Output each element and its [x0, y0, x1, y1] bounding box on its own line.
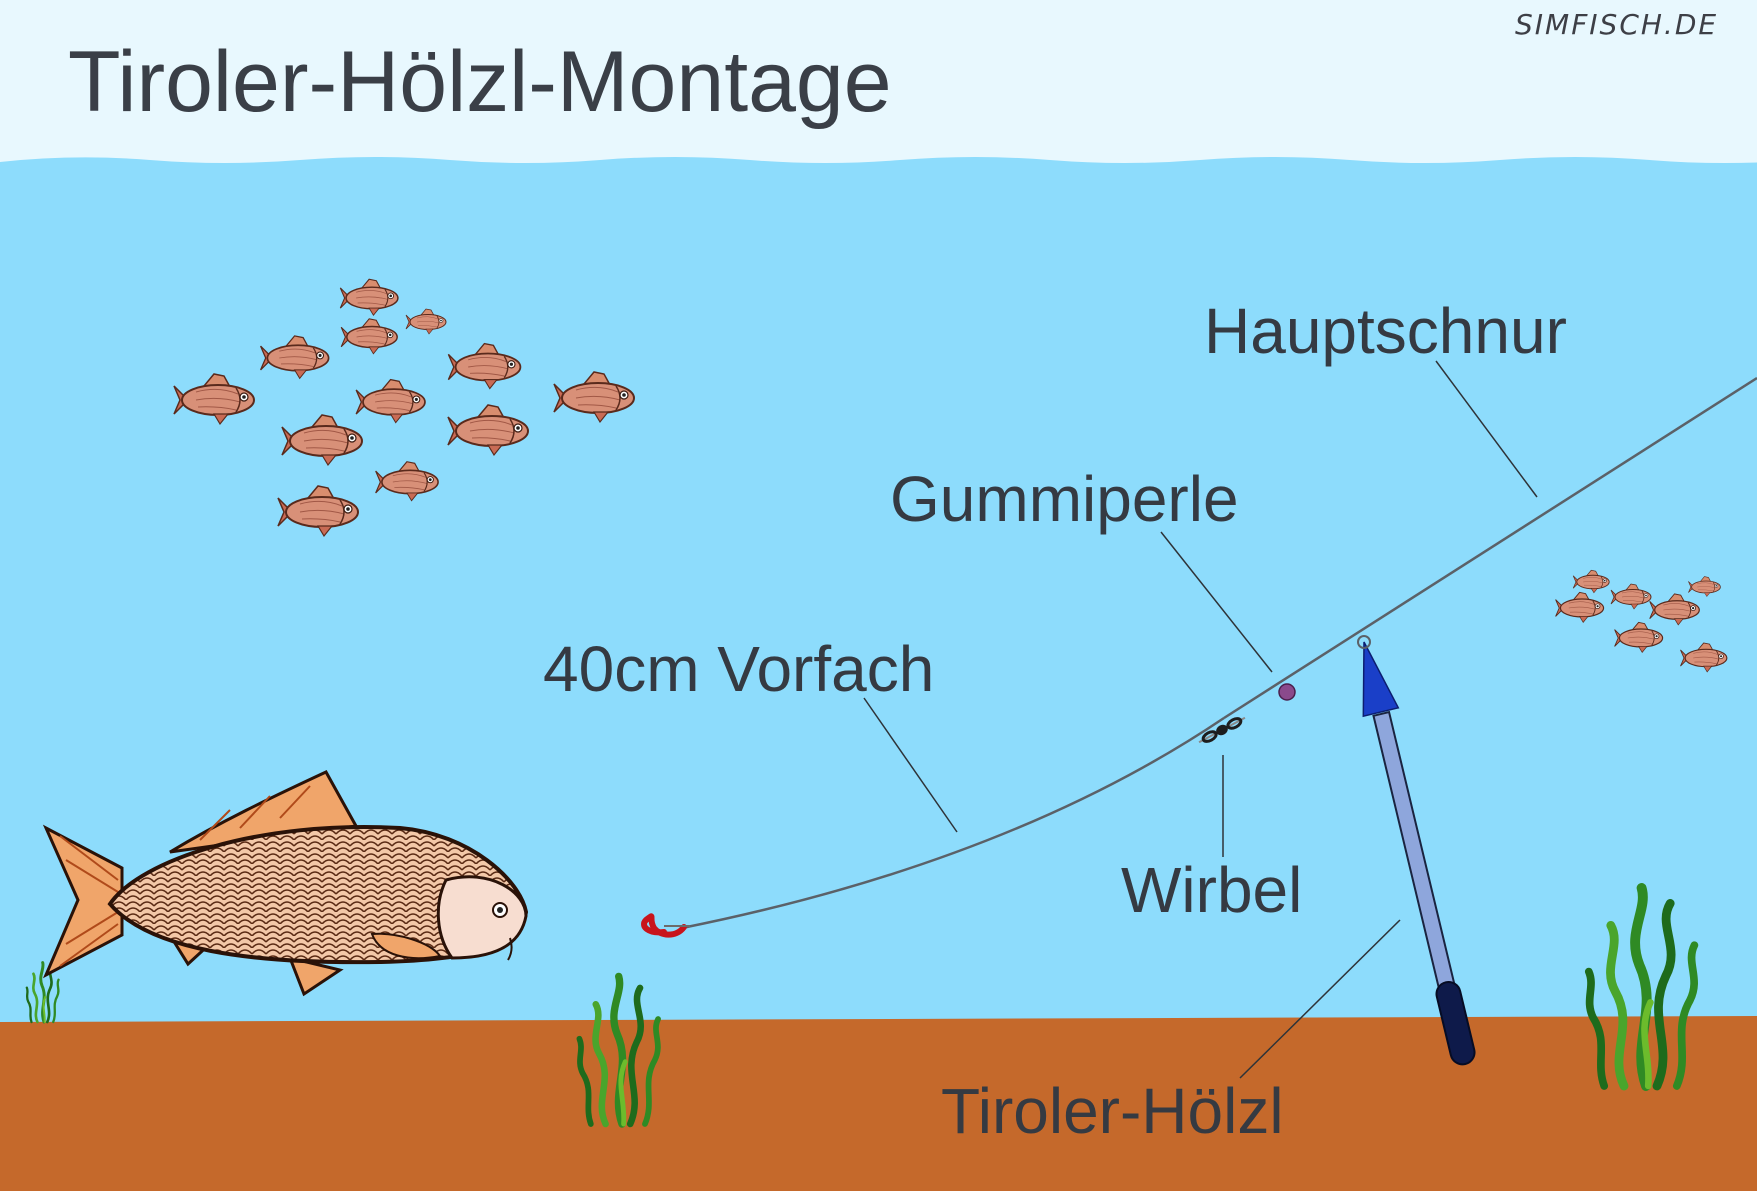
label-hauptschnur: Hauptschnur [1204, 295, 1567, 367]
lake-bottom [0, 1016, 1757, 1191]
vorfach-line [681, 716, 1225, 930]
hoelzl-pointer [1239, 919, 1401, 1079]
hauptschnur-line [1223, 376, 1757, 720]
label-wirbel: Wirbel [1121, 854, 1303, 926]
swivel-icon [1198, 716, 1246, 744]
stick-float-icon [1362, 641, 1476, 1066]
bead-icon [1278, 683, 1296, 701]
label-gummiperle: Gummiperle [890, 463, 1239, 535]
line-ring [1357, 635, 1371, 649]
hauptschnur-pointer [1435, 360, 1538, 498]
sky-band [0, 0, 1757, 170]
bait-worm-icon [641, 913, 687, 938]
gummiperle-pointer [1160, 531, 1273, 673]
page-title: Tiroler-Hölzl-Montage [68, 34, 892, 130]
carp-icon [42, 770, 529, 997]
label-hoelzl: Tiroler-Hölzl [941, 1075, 1284, 1147]
vorfach-pointer [863, 697, 958, 833]
label-vorfach: 40cm Vorfach [543, 633, 935, 705]
watermark: SIMFISCH.DE [1515, 8, 1719, 41]
label-pointers [863, 360, 1538, 1079]
